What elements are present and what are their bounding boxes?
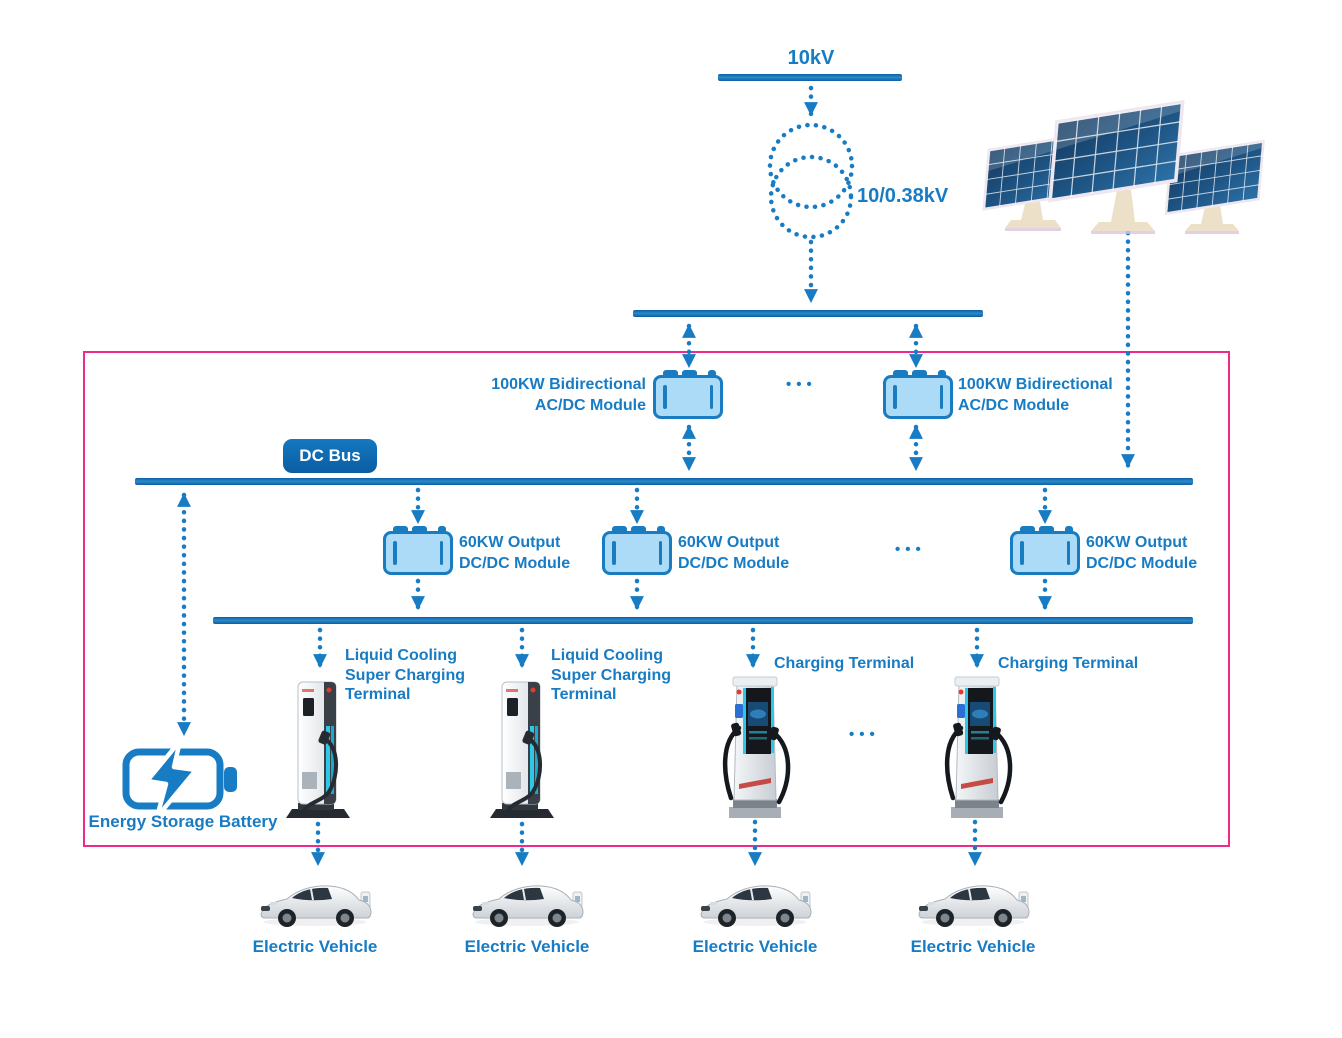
acdc-module-label-left: 100KW Bidirectional AC/DC Module: [491, 376, 646, 414]
dc-bus-label: DC Bus: [299, 446, 361, 465]
ev-label-3: Electric Vehicle: [692, 937, 818, 956]
dc-bus-line: [135, 478, 1193, 485]
solar-panels-icon: [982, 100, 1265, 234]
transformer-ratio-label: 10/0.38kV: [857, 185, 949, 207]
energy-storage-label: Energy Storage Battery: [88, 812, 278, 831]
energy-storage-battery-icon: [122, 740, 237, 818]
liquid-cooling-terminal-2: [490, 681, 554, 818]
acdc-module-2: [883, 370, 953, 419]
acdc-ellipsis: •••: [786, 376, 817, 393]
electric-vehicle-4: [918, 885, 1030, 927]
electric-vehicle-1: [260, 885, 372, 927]
dcdc-module-3: [1010, 526, 1080, 575]
dcdc-ellipsis: •••: [895, 541, 926, 558]
ev-label-1: Electric Vehicle: [252, 937, 378, 956]
electric-vehicle-3: [700, 885, 812, 927]
grid-10kv-bus: [718, 74, 902, 81]
transformer-icon-secondary: [768, 154, 854, 240]
dcdc-module-label-3: 60KW Output DC/DC Module: [1086, 534, 1198, 572]
acdc-module-1: [653, 370, 723, 419]
dc-bus-pill: DC Bus: [283, 439, 377, 473]
liquid-terminal-label-2: Liquid Cooling Super Charging Terminal: [551, 647, 672, 703]
charging-terminal-2: [944, 676, 1013, 818]
dcdc-module-1: [383, 526, 453, 575]
charging-terminal-label-1: Charging Terminal: [774, 655, 915, 672]
system-boundary-box: [83, 351, 1230, 847]
electric-vehicle-2: [472, 885, 584, 927]
charging-terminal-1: [722, 676, 791, 818]
transformer-icon-primary: [767, 122, 855, 210]
acdc-module-label-right: 100KW Bidirectional AC/DC Module: [958, 376, 1113, 414]
liquid-cooling-terminal-1: [286, 681, 350, 818]
ev-label-4: Electric Vehicle: [910, 937, 1036, 956]
liquid-terminal-label-1: Liquid Cooling Super Charging Terminal: [345, 647, 466, 703]
dcdc-module-label-2: 60KW Output DC/DC Module: [678, 534, 790, 572]
ac-lv-bus: [633, 310, 983, 317]
lightning-bolt-icon: [144, 740, 199, 818]
ev-label-2: Electric Vehicle: [464, 937, 590, 956]
charging-terminal-label-2: Charging Terminal: [998, 655, 1139, 672]
terminals-ellipsis: •••: [849, 726, 880, 743]
grid-voltage-label: 10kV: [787, 47, 835, 69]
dcdc-module-label-1: 60KW Output DC/DC Module: [459, 534, 571, 572]
output-bus-line: [213, 617, 1193, 624]
dcdc-module-2: [602, 526, 672, 575]
